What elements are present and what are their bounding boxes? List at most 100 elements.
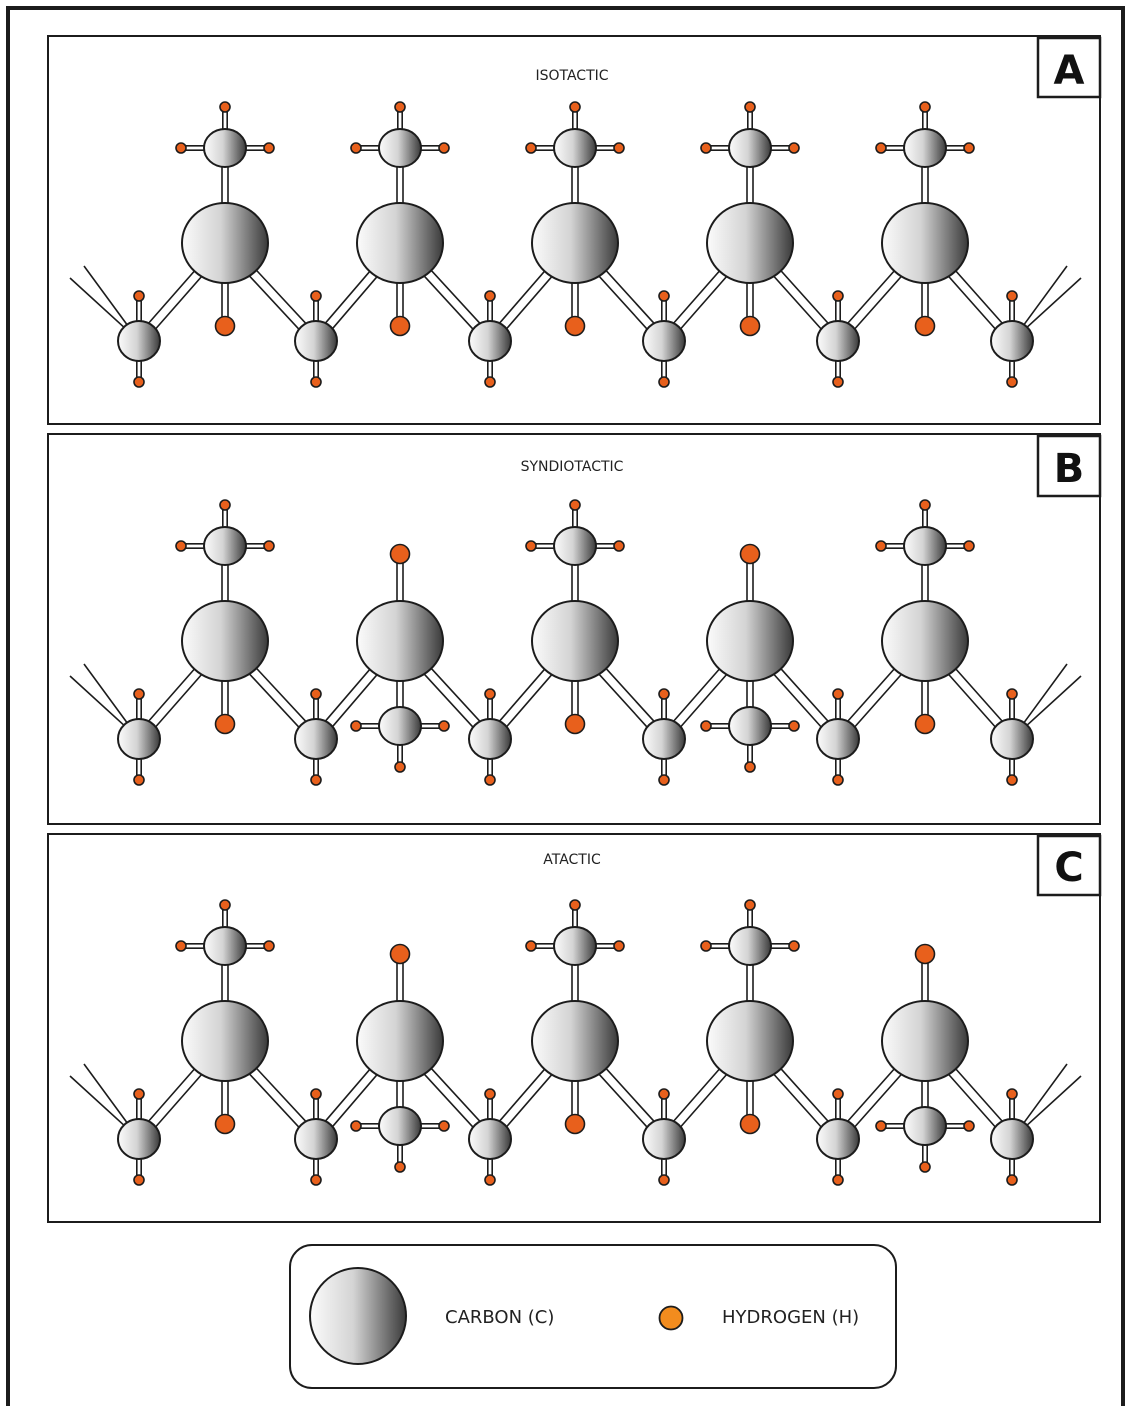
substituted-carbon-atom: [181, 1000, 269, 1082]
hydrogen-atom: [214, 1113, 236, 1135]
hydrogen-atom: [310, 1088, 322, 1100]
panel-atactic: C ATACTIC: [47, 833, 1102, 1223]
hydrogen-atom: [438, 1120, 450, 1132]
methyl-group: [175, 499, 275, 566]
hydrogen-atom: [1006, 376, 1018, 388]
hydrogen-atom: [744, 101, 756, 113]
backbone-carbon-atom: [468, 320, 512, 362]
backbone-carbon-atom: [642, 1118, 686, 1160]
hydrogen-atom: [569, 101, 581, 113]
hydrogen-atom: [564, 1113, 586, 1135]
panel-syndiotactic: B SYNDIOTACTIC: [47, 433, 1102, 825]
hydrogen-atom: [525, 142, 537, 154]
hydrogen-atom: [788, 720, 800, 732]
methyl-carbon-atom: [203, 128, 247, 168]
methyl-group: [350, 101, 450, 168]
panel-letter-box: [1036, 834, 1102, 897]
hydrogen-atom: [658, 1088, 670, 1100]
backbone-carbon-atom: [990, 320, 1034, 362]
hydrogen-atom: [700, 142, 712, 154]
hydrogen-atom: [914, 315, 936, 337]
hydrogen-atom: [175, 940, 187, 952]
backbone-carbon-atom: [816, 320, 860, 362]
backbone-carbon-atom: [468, 718, 512, 760]
hydrogen-atom: [658, 290, 670, 302]
hydrogen-atom: [389, 943, 411, 965]
hydrogen-atom: [919, 1161, 931, 1173]
substituted-carbon-atom: [531, 202, 619, 284]
page-border: [6, 6, 1125, 1406]
hydrogen-atom: [350, 1120, 362, 1132]
backbone-carbon-atom: [990, 1118, 1034, 1160]
hydrogen-atom: [219, 101, 231, 113]
hydrogen-atom: [263, 940, 275, 952]
methyl-carbon-atom: [728, 926, 772, 966]
substituted-carbon-atom: [881, 600, 969, 682]
methyl-group: [175, 101, 275, 168]
hydrogen-atom: [832, 774, 844, 786]
hydrogen-atom: [133, 376, 145, 388]
methyl-carbon-atom: [203, 526, 247, 566]
hydrogen-atom: [739, 1113, 761, 1135]
panel-letter: B: [1054, 446, 1085, 492]
backbone-carbon-atom: [990, 718, 1034, 760]
hydrogen-atom: [919, 101, 931, 113]
methyl-group: [525, 499, 625, 566]
methyl-group: [700, 101, 800, 168]
hydrogen-atom: [914, 943, 936, 965]
hydrogen-atom: [875, 1120, 887, 1132]
backbone-carbon-atom: [294, 320, 338, 362]
methyl-carbon-atom: [728, 706, 772, 746]
backbone-carbon-atom: [468, 1118, 512, 1160]
substituted-carbon-atom: [706, 1000, 794, 1082]
carbon-legend-label: CARBON (C): [445, 1307, 554, 1328]
hydrogen-atom: [214, 315, 236, 337]
substituted-carbon-atom: [181, 600, 269, 682]
hydrogen-atom: [394, 761, 406, 773]
hydrogen-atom: [700, 720, 712, 732]
hydrogen-atom: [832, 688, 844, 700]
backbone-carbon-atom: [816, 718, 860, 760]
hydrogen-atom: [744, 761, 756, 773]
hydrogen-atom: [389, 315, 411, 337]
hydrogen-atom: [919, 499, 931, 511]
methyl-group: [350, 1106, 450, 1173]
polymer-chain: [69, 499, 1082, 786]
hydrogen-atom: [739, 543, 761, 565]
methyl-carbon-atom: [378, 128, 422, 168]
backbone-carbon-atom: [294, 718, 338, 760]
hydrogen-atom: [133, 290, 145, 302]
hydrogen-atom: [569, 499, 581, 511]
methyl-group: [350, 706, 450, 773]
hydrogen-atom: [613, 540, 625, 552]
hydrogen-atom: [788, 142, 800, 154]
hydrogen-atom: [525, 540, 537, 552]
methyl-carbon-atom: [553, 926, 597, 966]
hydrogen-atom: [484, 1088, 496, 1100]
hydrogen-atom: [219, 899, 231, 911]
panel-isotactic: A ISOTACTIC: [47, 35, 1102, 425]
hydrogen-atom: [133, 1088, 145, 1100]
substituted-carbon-atom: [356, 1000, 444, 1082]
hydrogen-atom: [613, 940, 625, 952]
hydrogen-atom: [658, 688, 670, 700]
substituted-carbon-atom: [181, 202, 269, 284]
hydrogen-atom: [875, 540, 887, 552]
hydrogen-atom: [438, 142, 450, 154]
panel-title: ISOTACTIC: [535, 68, 608, 84]
hydrogen-atom: [175, 540, 187, 552]
hydrogen-atom: [914, 713, 936, 735]
methyl-carbon-atom: [728, 128, 772, 168]
hydrogen-atom: [175, 142, 187, 154]
hydrogen-atom: [350, 720, 362, 732]
methyl-carbon-atom: [378, 1106, 422, 1146]
hydrogen-atom: [484, 1174, 496, 1186]
hydrogen-atom: [484, 774, 496, 786]
hydrogen-atom: [214, 713, 236, 735]
polymer-chain: [69, 101, 1082, 388]
panel-letter-box: [1036, 36, 1102, 99]
hydrogen-atom: [525, 940, 537, 952]
substituted-carbon-atom: [356, 600, 444, 682]
methyl-group: [700, 899, 800, 966]
hydrogen-atom: [875, 142, 887, 154]
